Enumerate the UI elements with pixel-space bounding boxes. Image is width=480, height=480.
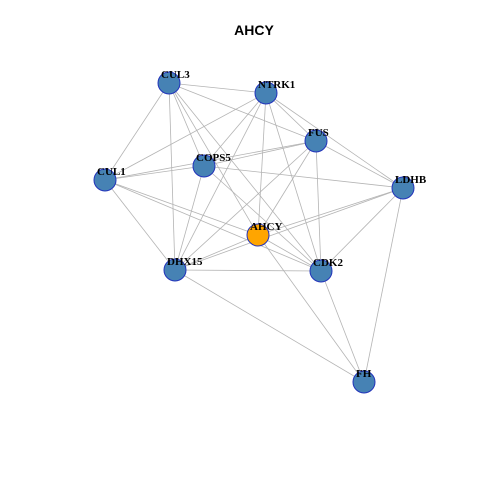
edge-cops5-cul1: [104, 165, 205, 181]
node-circle: [352, 370, 376, 394]
edge-cul3-fus: [168, 82, 317, 142]
edge-fus-dhx15: [174, 140, 317, 271]
node-ntrk1: NTRK1: [254, 79, 295, 105]
node-circle: [304, 129, 328, 153]
node-circle: [391, 176, 415, 200]
node-fus: FUS: [304, 127, 329, 153]
node-label: FUS: [308, 127, 329, 139]
edge-cul3-cops5: [168, 82, 205, 167]
node-label: DHX15: [167, 256, 203, 268]
edge-ldhb-cdk2: [320, 187, 404, 272]
edge-ntrk1-cdk2: [265, 92, 322, 272]
node-cops5: COPS5: [192, 152, 231, 178]
node-circle: [246, 223, 270, 247]
edge-cops5-cdk2: [203, 165, 322, 272]
node-circle: [157, 71, 181, 95]
edge-ntrk1-cul1: [104, 92, 267, 181]
node-circle: [254, 81, 278, 105]
node-label: CUL1: [97, 166, 126, 178]
edge-fus-ldhb: [315, 140, 404, 189]
edge-fus-cops5: [203, 140, 317, 167]
edge-cul1-dhx15: [104, 179, 176, 271]
node-circle: [93, 168, 117, 192]
node-label: COPS5: [196, 152, 231, 164]
node-label: FH: [356, 368, 372, 380]
node-circle: [163, 258, 187, 282]
edge-dhx15-fh: [174, 269, 365, 383]
graph-title: AHCY: [234, 22, 274, 38]
edge-cul1-cdk2: [104, 179, 322, 272]
node-label: CUL3: [161, 69, 190, 81]
node-label: AHCY: [250, 221, 282, 233]
edge-fus-cdk2: [315, 140, 322, 272]
node-ldhb: LDHB: [391, 174, 427, 200]
node-cdk2: CDK2: [309, 257, 343, 283]
node-circle: [309, 259, 333, 283]
edge-ntrk1-dhx15: [174, 92, 267, 271]
node-fh: FH: [352, 368, 376, 394]
node-ahcy: AHCY: [246, 221, 282, 247]
edge-fus-ahcy: [257, 140, 317, 236]
edge-ldhb-fh: [363, 187, 404, 383]
node-cul3: CUL3: [157, 69, 190, 95]
edge-ntrk1-fus: [265, 92, 317, 142]
node-cul1: CUL1: [93, 166, 126, 192]
node-label: CDK2: [313, 257, 343, 269]
edge-cul3-ahcy: [168, 82, 259, 236]
edge-ahcy-fh: [257, 234, 365, 383]
edge-ntrk1-cops5: [203, 92, 267, 167]
edge-layer: [104, 82, 404, 383]
edge-cul1-ahcy: [104, 179, 259, 236]
edge-cdk2-fh: [320, 270, 365, 383]
edge-cul3-cdk2: [168, 82, 322, 272]
edge-cops5-dhx15: [174, 165, 205, 271]
edge-ldhb-dhx15: [174, 187, 404, 271]
node-circle: [192, 154, 216, 178]
edge-cops5-ldhb: [203, 165, 404, 189]
edge-cul3-cul1: [104, 82, 170, 181]
edge-dhx15-cdk2: [174, 269, 322, 272]
edge-ahcy-cdk2: [257, 234, 322, 272]
edge-cul3-ntrk1: [168, 82, 267, 94]
edge-cul3-dhx15: [168, 82, 176, 271]
node-label: NTRK1: [258, 79, 295, 91]
edge-ntrk1-ldhb: [265, 92, 404, 189]
node-dhx15: DHX15: [163, 256, 203, 282]
edge-ahcy-dhx15: [174, 234, 259, 271]
edge-ldhb-ahcy: [257, 187, 404, 236]
edge-ntrk1-ahcy: [257, 92, 267, 236]
node-label: LDHB: [395, 174, 427, 186]
